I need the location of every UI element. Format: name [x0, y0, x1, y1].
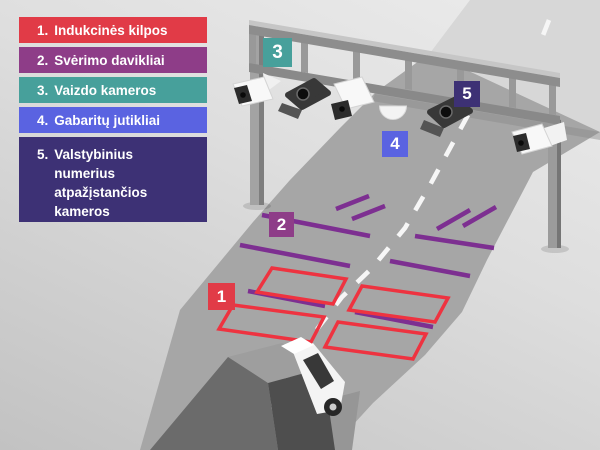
induction-loops — [216, 266, 451, 361]
cctv-camera-icon — [511, 122, 567, 155]
camera-lens — [518, 140, 524, 146]
weight-sensor-line — [461, 205, 498, 228]
gantry-strut — [301, 42, 308, 73]
camera-lens — [339, 106, 345, 112]
legend: 1. Indukcinės kilpos 2. Svėrimo daviklia… — [19, 17, 207, 222]
anpr-flap — [278, 103, 302, 119]
gantry-strut — [549, 84, 556, 115]
weight-sensor-line — [335, 193, 370, 212]
cctv-camera-icon — [232, 73, 281, 107]
induction-loop — [346, 284, 451, 324]
lane-divider-far-dash — [537, 19, 552, 44]
gantry-strut — [249, 33, 256, 64]
weight-sensor-line — [239, 242, 351, 269]
anpr-lens — [296, 87, 310, 101]
induction-loop — [322, 320, 429, 361]
anpr-lens — [439, 105, 453, 119]
weight-sensor-line — [354, 309, 434, 330]
gantry-strut — [405, 59, 412, 90]
gantry-devices — [232, 73, 567, 155]
legend-item-label: Indukcinės kilpos — [54, 22, 168, 38]
weight-sensor-line — [435, 208, 472, 231]
weight-sensor-line — [351, 203, 386, 222]
marker-video-cameras: 3 — [263, 38, 292, 67]
legend-item-anpr-cameras: 5. Valstybinius numerius atpažįstančios … — [19, 137, 207, 222]
camera-lens — [240, 92, 246, 98]
gantry-strut — [353, 51, 360, 82]
truck-box-top — [228, 343, 323, 383]
gantry — [243, 20, 569, 253]
marker-weight-sensors: 2 — [269, 212, 294, 237]
marker-induction-loops: 1 — [208, 283, 235, 310]
weight-sensor-lines — [239, 193, 498, 330]
legend-item-number: 1. — [37, 22, 49, 38]
legend-item-label: Vaizdo kameros — [54, 82, 157, 98]
legend-item-dimension-sensors: 4. Gabaritų jutikliai — [19, 107, 207, 133]
legend-item-label: Svėrimo davikliai — [54, 52, 165, 68]
truck-cab-roof — [281, 337, 314, 354]
legend-item-number: 4. — [37, 112, 49, 128]
cctv-camera-icon — [331, 76, 375, 120]
legend-item-number: 2. — [37, 52, 49, 68]
truck-box-side — [150, 357, 278, 450]
truck-cab-window — [303, 353, 334, 389]
induction-loop — [254, 266, 349, 306]
marker-dimension-sensors: 4 — [382, 131, 408, 157]
dome-sensor-icon — [378, 105, 408, 120]
induction-loop — [216, 303, 327, 344]
legend-item-number: 5. — [37, 147, 49, 162]
anpr-camera-icon — [278, 78, 331, 119]
legend-item-weight-sensors: 2. Svėrimo davikliai — [19, 47, 207, 73]
truck — [150, 337, 360, 450]
legend-item-video-cameras: 3. Vaizdo kameros — [19, 77, 207, 103]
gantry-strut — [509, 77, 516, 108]
weight-sensor-line — [414, 233, 495, 251]
gantry-beam-top-face — [249, 20, 560, 78]
gantry-right-post-edge — [557, 119, 561, 248]
legend-item-label: Gabaritų jutikliai — [54, 112, 161, 128]
gantry-beam-bottom-chord — [249, 63, 560, 125]
gantry-beam-top-chord — [249, 25, 560, 87]
legend-item-label: Valstybinius numerius atpažįstančios kam… — [54, 147, 148, 219]
truck-wheel-hub — [329, 403, 337, 411]
legend-item-induction-loops: 1. Indukcinės kilpos — [19, 17, 207, 43]
marker-anpr-cameras: 5 — [454, 81, 480, 107]
weight-sensor-line — [389, 258, 471, 279]
legend-item-number: 3. — [37, 82, 49, 98]
anpr-flap — [420, 120, 444, 137]
